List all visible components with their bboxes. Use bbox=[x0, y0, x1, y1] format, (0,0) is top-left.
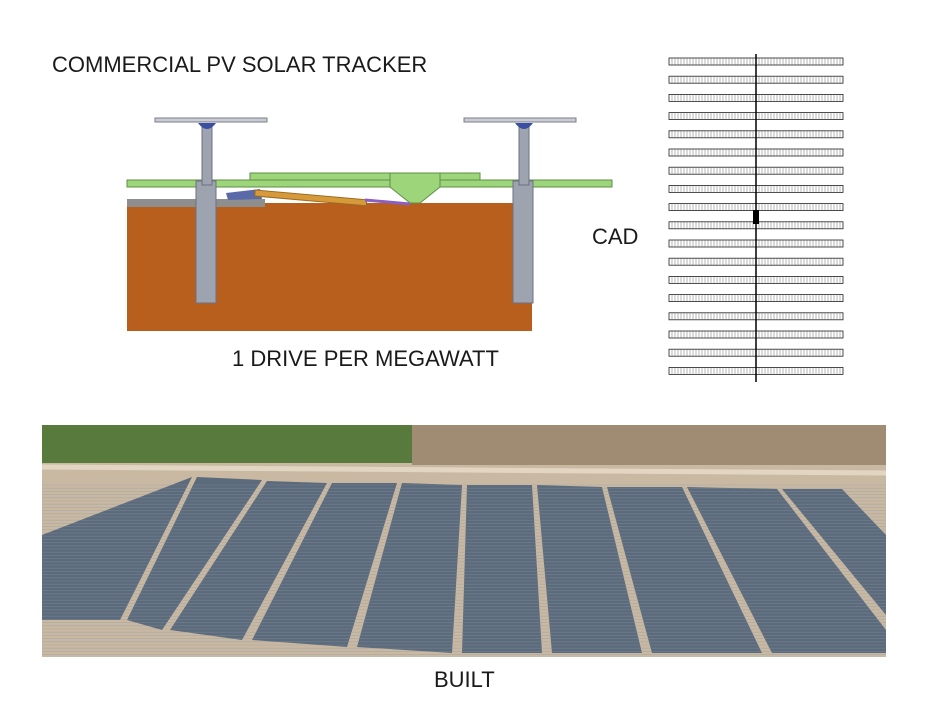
cad-module-ticks bbox=[671, 276, 841, 284]
brown-field bbox=[412, 425, 886, 465]
built-caption: BUILT bbox=[434, 667, 495, 692]
cad-module-ticks bbox=[671, 130, 841, 138]
right-bearing bbox=[515, 123, 533, 129]
cad-module-ticks bbox=[671, 367, 841, 375]
green-field bbox=[42, 425, 412, 463]
cad-drive-unit bbox=[753, 210, 759, 224]
right-panel bbox=[463, 117, 577, 123]
cad-module-ticks bbox=[671, 167, 841, 175]
soil-block bbox=[127, 203, 532, 331]
left-pile bbox=[195, 180, 217, 304]
cad-module-ticks bbox=[671, 221, 841, 229]
left-post bbox=[201, 126, 213, 186]
actuator-base bbox=[226, 189, 262, 200]
cad-module-ticks bbox=[671, 294, 841, 302]
cad-module-ticks bbox=[671, 149, 841, 156]
solar-block bbox=[687, 487, 886, 653]
right-post bbox=[518, 126, 530, 186]
cad-module-ticks bbox=[671, 76, 841, 84]
solar-block bbox=[127, 477, 262, 630]
right-pile bbox=[512, 180, 534, 304]
cad-module-ticks bbox=[671, 349, 841, 357]
cad-module-ticks bbox=[671, 258, 841, 266]
dirt-road bbox=[42, 464, 886, 476]
cad-module-ticks bbox=[671, 203, 841, 211]
cad-top-view bbox=[668, 54, 844, 382]
cad-module-ticks bbox=[671, 112, 841, 120]
drive-caption: 1 DRIVE PER MEGAWATT bbox=[232, 346, 499, 371]
drive-housing bbox=[389, 172, 441, 204]
cad-module-ticks bbox=[671, 312, 841, 320]
cad-module-ticks bbox=[671, 185, 841, 193]
tracker-cross-section bbox=[126, 117, 613, 331]
actuator-rod bbox=[364, 198, 411, 206]
solar-block bbox=[462, 485, 542, 653]
solar-block bbox=[537, 485, 642, 653]
actuator-cylinder bbox=[254, 189, 368, 207]
left-bearing bbox=[198, 123, 216, 129]
left-panel bbox=[154, 117, 268, 123]
cad-label: CAD bbox=[592, 224, 639, 249]
solar-array bbox=[42, 477, 886, 655]
cad-module-ticks bbox=[671, 58, 841, 65]
cad-module-ticks bbox=[671, 240, 841, 247]
cad-module-ticks bbox=[671, 331, 841, 338]
cad-module-ticks bbox=[671, 94, 841, 102]
center-beam bbox=[249, 172, 481, 181]
diagram-title: COMMERCIAL PV SOLAR TRACKER bbox=[52, 52, 428, 77]
solar-block bbox=[607, 487, 762, 653]
built-aerial-view bbox=[42, 425, 886, 657]
panel-row-lines bbox=[42, 484, 886, 655]
